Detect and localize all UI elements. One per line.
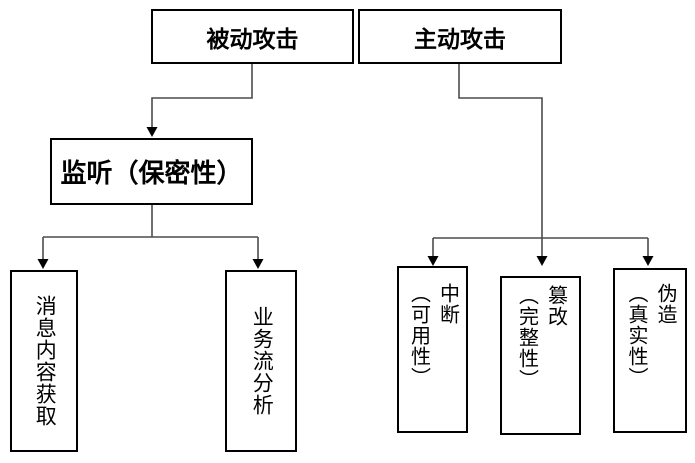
node-forgery-authenticity: 伪造 （真实性） bbox=[613, 268, 687, 433]
node-traffic-flow-analysis-label: 业务流分析 bbox=[250, 306, 274, 416]
node-traffic-flow-analysis: 业务流分析 bbox=[225, 270, 297, 452]
arrowhead bbox=[536, 256, 548, 266]
edge-listen-branch bbox=[42, 205, 259, 260]
node-passive-attack: 被动攻击 bbox=[151, 9, 354, 64]
node-eavesdrop-confidentiality: 监听（保密性） bbox=[50, 138, 253, 205]
arrowhead bbox=[37, 259, 49, 269]
node-tampering-label: 篡改 （完整性） bbox=[515, 285, 567, 390]
arrowhead bbox=[146, 127, 158, 137]
node-forgery-label: 伪造 （真实性） bbox=[625, 283, 676, 388]
arrowhead bbox=[252, 259, 264, 269]
node-tampering-integrity: 篡改 （完整性） bbox=[500, 276, 581, 435]
node-interruption-availability: 中断 （可用性） bbox=[397, 266, 468, 433]
arrowhead bbox=[642, 256, 654, 266]
node-message-content-capture: 消息内容获取 bbox=[10, 270, 78, 452]
node-eavesdrop-label: 监听（保密性） bbox=[60, 158, 243, 188]
node-interruption-label: 中断 （可用性） bbox=[407, 283, 459, 388]
node-message-content-capture-label: 消息内容获取 bbox=[33, 295, 57, 427]
edge-active-branch bbox=[432, 64, 649, 257]
node-passive-attack-label: 被动攻击 bbox=[206, 25, 299, 52]
arrowhead bbox=[427, 256, 439, 266]
node-active-attack: 主动攻击 bbox=[358, 9, 562, 64]
edge-passive-to-listen bbox=[151, 64, 253, 128]
node-active-attack-label: 主动攻击 bbox=[414, 25, 506, 52]
